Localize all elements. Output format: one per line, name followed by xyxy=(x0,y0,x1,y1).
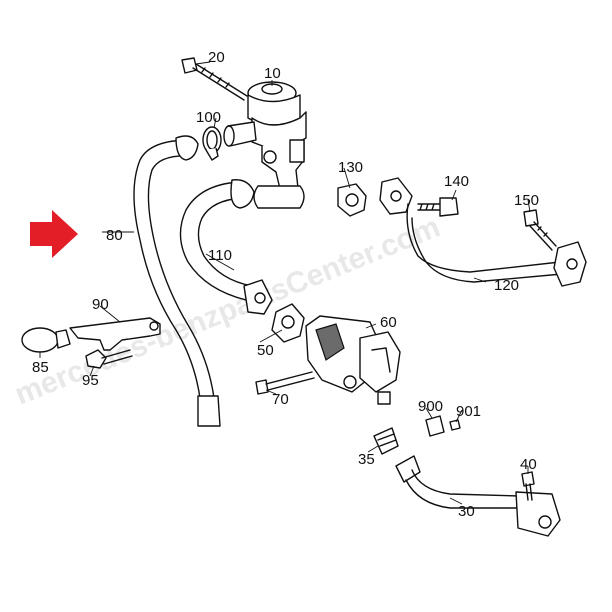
part-35-fitting[interactable] xyxy=(373,427,399,455)
part-50-gasket[interactable] xyxy=(271,303,305,343)
part-110-pipe[interactable] xyxy=(179,179,273,315)
part-80-hose[interactable] xyxy=(133,135,221,427)
label-140: 140 xyxy=(444,173,469,190)
label-150: 150 xyxy=(514,192,539,209)
part-40-bolt[interactable] xyxy=(521,471,535,501)
label-70: 70 xyxy=(272,391,289,408)
label-130: 130 xyxy=(338,159,363,176)
part-140-bolt[interactable] xyxy=(417,197,459,217)
part-900-connector[interactable] xyxy=(425,415,445,437)
part-120-pipe[interactable] xyxy=(379,177,587,287)
part-20-bolt[interactable] xyxy=(181,57,248,101)
label-80: 80 xyxy=(106,227,123,244)
label-35: 35 xyxy=(358,451,375,468)
label-50: 50 xyxy=(257,342,274,359)
label-100: 100 xyxy=(196,109,221,126)
label-20: 20 xyxy=(208,49,225,66)
callout-arrow xyxy=(30,210,78,258)
part-90-bracket[interactable] xyxy=(69,317,161,351)
part-85-clamp[interactable] xyxy=(21,327,71,353)
part-150-bolt[interactable] xyxy=(523,209,557,251)
label-900: 900 xyxy=(418,398,443,415)
part-10-vacuum-valve[interactable] xyxy=(223,81,307,209)
part-100-hose-clamp[interactable] xyxy=(202,126,222,161)
label-60: 60 xyxy=(380,314,397,331)
leader-lines xyxy=(39,61,531,505)
part-30-pipe[interactable] xyxy=(395,455,561,537)
label-30: 30 xyxy=(458,503,475,520)
part-130-gasket[interactable] xyxy=(337,183,367,217)
part-901-plug[interactable] xyxy=(449,419,461,431)
label-10: 10 xyxy=(264,65,281,82)
label-40: 40 xyxy=(520,456,537,473)
label-120: 120 xyxy=(494,277,519,294)
label-95: 95 xyxy=(82,372,99,389)
part-60-egr-valve[interactable] xyxy=(305,315,401,405)
part-95-bolt[interactable] xyxy=(85,349,133,369)
label-90: 90 xyxy=(92,296,109,313)
label-85: 85 xyxy=(32,359,49,376)
label-901: 901 xyxy=(456,403,481,420)
label-110: 110 xyxy=(208,247,232,264)
part-70-bolt[interactable] xyxy=(255,371,315,395)
